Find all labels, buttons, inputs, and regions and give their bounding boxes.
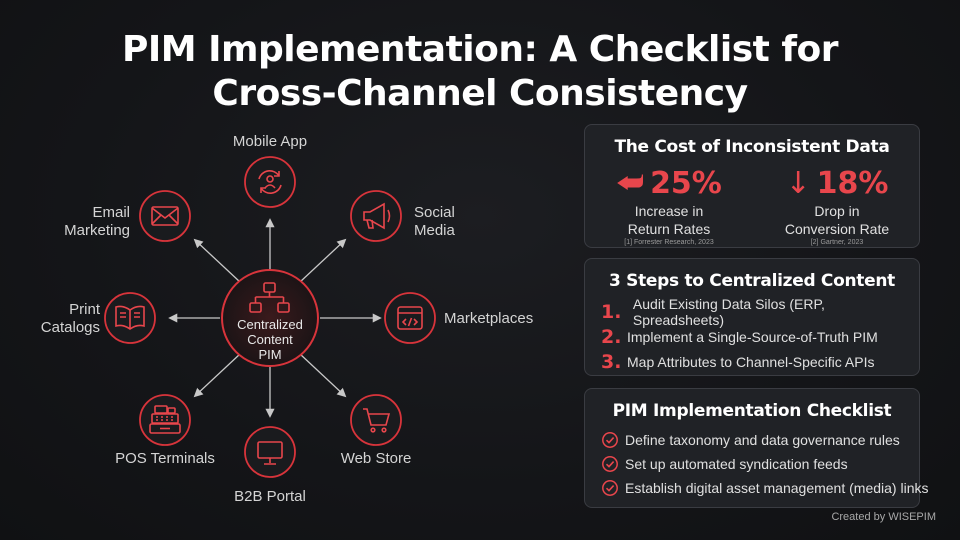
checklist-item: Establish digital asset management (medi… — [601, 477, 928, 499]
cost-panel: The Cost of Inconsistent Data ⮨25% Incre… — [584, 124, 920, 248]
hierarchy-icon — [249, 282, 290, 313]
label-b2b-portal-line-1: B2B Portal — [234, 488, 306, 505]
page-title: PIM Implementation: A Checklist for Cros… — [0, 28, 960, 116]
label-social-media: Social Media — [414, 204, 455, 240]
label-email-marketing: Email Marketing — [40, 204, 130, 240]
stat-desc-line-2: Return Rates — [627, 221, 711, 237]
refresh-user-icon — [258, 170, 282, 194]
check-circle-icon — [602, 432, 618, 448]
step-item: 3. Map Attributes to Channel-Specific AP… — [601, 350, 874, 374]
page-title-line-1: PIM Implementation: A Checklist for — [121, 29, 839, 70]
channel-node-social-media — [350, 190, 402, 242]
check-circle-icon — [602, 456, 618, 472]
megaphone-icon — [363, 202, 391, 230]
channel-node-email-marketing — [139, 190, 191, 242]
hub-node: Centralized Content PIM — [221, 269, 319, 367]
channel-node-mobile-app — [244, 156, 296, 208]
diagram-canvas: Centralized Content PIM — [104, 156, 436, 478]
spoke-social-media — [299, 238, 347, 283]
checklist-item: Define taxonomy and data governance rule… — [601, 429, 900, 451]
label-print-catalogs: Print Catalogs — [20, 301, 100, 337]
channel-node-b2b-portal — [244, 426, 296, 478]
checklist-item: Set up automated syndication feeds — [601, 453, 848, 475]
label-social-media-line-1: Social — [414, 204, 455, 221]
channel-node-pos-terminals — [139, 394, 191, 446]
step-text: Map Attributes to Channel-Specific APIs — [627, 354, 875, 370]
down-arrow-icon: ↓ — [785, 166, 811, 201]
return-arrow-icon: ⮨ — [616, 166, 645, 201]
stat-desc-line-1: Increase in — [634, 203, 704, 219]
stat-source: [1] Forrester Research, 2023 — [624, 239, 714, 246]
label-web-store-line-1: Web Store — [340, 450, 412, 467]
label-print-catalogs-line-2: Catalogs — [40, 319, 100, 336]
cash-register-icon — [149, 405, 181, 434]
channel-node-marketplaces — [384, 292, 436, 344]
label-b2b-portal: B2B Portal — [200, 488, 340, 506]
page-title-line-2: Cross-Channel Consistency — [212, 73, 748, 114]
step-text: Audit Existing Data Silos (ERP, Spreadsh… — [632, 296, 825, 328]
label-print-catalogs-line-1: Print — [69, 301, 100, 318]
label-mobile-app: Mobile App — [200, 133, 340, 151]
stat-source: [2] Gartner, 2023 — [810, 239, 864, 246]
label-marketplaces: Marketplaces — [444, 310, 533, 328]
label-mobile-app-line-1: Mobile App — [232, 133, 308, 150]
check-circle-icon — [602, 480, 618, 496]
hub-label-line-3: PIM — [258, 347, 281, 362]
checklist-panel: PIM Implementation Checklist Define taxo… — [584, 388, 928, 508]
channel-diagram: Centralized Content PIM — [0, 120, 580, 540]
envelope-icon — [151, 206, 179, 226]
label-web-store: Web Store — [306, 450, 446, 468]
cart-icon — [363, 408, 391, 433]
spokes — [168, 218, 382, 418]
label-email-marketing-line-2: Marketing — [64, 222, 130, 239]
checklist-panel-heading: PIM Implementation Checklist — [612, 401, 892, 421]
hub-label-line-2: Content — [247, 332, 293, 347]
steps-panel-heading: 3 Steps to Centralized Content — [609, 271, 895, 291]
cost-panel-heading: The Cost of Inconsistent Data — [614, 137, 890, 157]
step-number: 2. — [601, 326, 622, 348]
label-pos-terminals-line-1: POS Terminals — [115, 450, 215, 467]
step-number: 1. — [601, 301, 622, 323]
channel-node-print-catalogs — [104, 292, 156, 344]
label-email-marketing-line-1: Email — [92, 204, 130, 221]
step-item: 1. Audit Existing Data Silos (ERP, Sprea… — [601, 296, 919, 328]
checklist-item-text: Establish digital asset management (medi… — [625, 480, 929, 496]
channel-node-web-store — [350, 394, 402, 446]
stat-return-rates: ⮨25% Increase in Return Rates [1] Forres… — [585, 167, 753, 248]
label-pos-terminals: POS Terminals — [92, 450, 238, 468]
stat-value: 25% — [650, 166, 722, 201]
open-book-icon — [115, 305, 145, 330]
stat-desc-line-2: Conversion Rate — [784, 221, 890, 237]
code-window-icon — [397, 306, 423, 330]
stat-value-row: ↓18% — [753, 167, 921, 201]
checklist-item-text: Define taxonomy and data governance rule… — [625, 432, 900, 448]
label-social-media-line-2: Media — [414, 222, 455, 239]
spoke-pos-terminals — [193, 353, 241, 398]
monitor-icon — [257, 441, 283, 465]
stat-desc-line-1: Drop in — [814, 203, 860, 219]
spoke-email-marketing — [193, 238, 241, 283]
stat-value-row: ⮨25% — [585, 167, 753, 201]
stat-value: 18% — [816, 166, 889, 201]
spoke-web-store — [299, 353, 347, 398]
steps-panel: 3 Steps to Centralized Content 1. Audit … — [584, 258, 920, 376]
label-marketplaces-line-1: Marketplaces — [444, 310, 534, 327]
step-item: 2. Implement a Single-Source-of-Truth PI… — [601, 325, 878, 349]
hub-label-line-1: Centralized — [237, 317, 303, 332]
stat-conversion-rate: ↓18% Drop in Conversion Rate [2] Gartner… — [753, 167, 921, 248]
step-text: Implement a Single-Source-of-Truth PIM — [627, 329, 878, 345]
checklist-item-text: Set up automated syndication feeds — [625, 456, 848, 472]
credit-text: Created by WISEPIM — [831, 511, 936, 523]
step-number: 3. — [601, 351, 622, 373]
